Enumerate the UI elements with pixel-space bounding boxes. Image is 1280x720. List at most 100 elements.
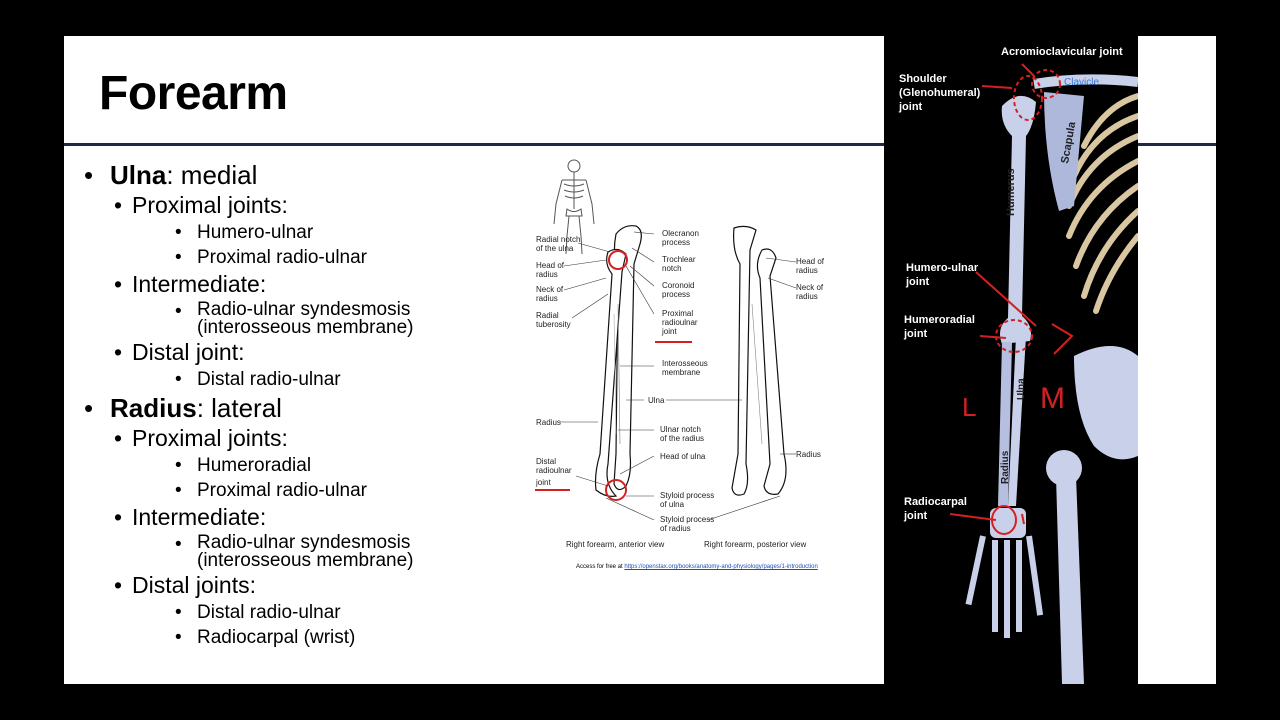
label-shoulder-1: Shoulder <box>899 73 947 85</box>
radius-intermediate-line2: (interosseous membrane) <box>197 550 414 571</box>
label-interosseous-2: membrane <box>662 368 701 377</box>
humerus-bone <box>1000 95 1036 344</box>
label-radial-notch: Radial notch <box>536 235 580 244</box>
anterior-forearm-bones <box>594 225 642 497</box>
label-post-radius: Radius <box>796 450 821 459</box>
slide-title: Forearm <box>99 67 288 120</box>
ulna-proximal-item: Humero-ulnar <box>84 222 544 244</box>
label-radiocarpal-2: joint <box>904 510 928 522</box>
label-neck-radius-2: radius <box>536 294 558 303</box>
skeleton-image: L M Humerus Scapula Ulna Radius Clavicle… <box>884 36 1138 684</box>
label-humeroulnar-2: joint <box>906 276 930 288</box>
bullet-radius: •Radius: lateral <box>84 393 282 423</box>
ulna-position: : medial <box>166 160 258 190</box>
label-post-head-radius-2: radius <box>796 266 818 275</box>
radius-name: Radius <box>110 393 197 423</box>
forearm-figure: Radial notch of the ulna Head of radius … <box>534 154 834 574</box>
caption-posterior: Right forearm, posterior view <box>704 540 806 549</box>
label-styloid-ulna-2: of ulna <box>660 500 685 509</box>
ulna-intermediate-line1: Radio-ulnar syndesmosis <box>197 299 411 320</box>
proximal-joint-circle <box>608 250 628 270</box>
pelvis-bone <box>1074 346 1138 460</box>
radius-intermediate-line1: Radio-ulnar syndesmosis <box>197 532 411 553</box>
label-olecranon-2: process <box>662 238 690 247</box>
radius-distal-heading: Distal joints: <box>84 572 544 599</box>
bullet-ulna: •Ulna: medial <box>84 160 258 190</box>
scapula-bone <box>1044 92 1084 211</box>
femur-bone <box>1056 476 1084 684</box>
distal-joint-circle <box>605 479 627 501</box>
label-interosseous: Interosseous <box>662 359 708 368</box>
ulna-bone <box>1008 336 1026 506</box>
ulna-name: Ulna <box>110 160 167 190</box>
label-ulna: Ulna <box>1016 378 1027 400</box>
credit-link[interactable]: https://openstax.org/books/anatomy-and-p… <box>624 564 818 570</box>
bullet-list: •Ulna: medial Proximal joints: Humero-ul… <box>84 158 544 649</box>
right-slide-strip <box>1138 36 1216 684</box>
radius-intermediate-item: Radio-ulnar syndesmosis(interosseous mem… <box>84 532 544 571</box>
label-humerus: Humerus <box>1005 168 1017 216</box>
radius-distal-item: Radiocarpal (wrist) <box>84 627 544 649</box>
annotation-m: M <box>1040 382 1065 415</box>
ulna-distal-item: Distal radio-ulnar <box>84 369 544 391</box>
ulna-proximal-item: Proximal radio-ulnar <box>84 247 544 269</box>
hand-bones <box>965 508 1044 638</box>
ulna-intermediate-heading: Intermediate: <box>84 271 544 298</box>
figure-credit: Access for free at https://openstax.org/… <box>576 564 818 570</box>
label-head-radius: Head of <box>536 261 565 270</box>
radius-proximal-item: Proximal radio-ulnar <box>84 480 544 502</box>
radius-proximal-heading: Proximal joints: <box>84 425 544 452</box>
red-annotations <box>535 250 692 501</box>
radius-distal-item: Distal radio-ulnar <box>84 602 544 624</box>
label-clavicle: Clavicle <box>1064 77 1099 88</box>
label-radial-tuberosity: Radial <box>536 311 559 320</box>
label-humeroulnar-joint: Humero-ulnar joint <box>906 261 978 289</box>
forearm-diagram: Radial notch of the ulna Head of radius … <box>535 159 825 549</box>
label-styloid-ulna: Styloid process <box>660 491 714 500</box>
label-acromioclavicular: Acromioclavicular joint <box>1001 46 1123 58</box>
label-radiocarpal-1: Radiocarpal <box>904 496 967 508</box>
label-distal-ru-2: radioulnar <box>536 466 572 475</box>
ulna-proximal-heading: Proximal joints: <box>84 192 544 219</box>
right-divider <box>1138 143 1216 146</box>
radius-position: : lateral <box>196 393 282 423</box>
label-post-neck-radius-2: radius <box>796 292 818 301</box>
skeleton-annotations <box>949 63 1074 535</box>
ribcage <box>1066 93 1138 314</box>
title-divider <box>64 143 884 146</box>
label-radius: Radius <box>536 418 561 427</box>
mini-skeleton-icon <box>553 159 595 255</box>
label-neck-radius: Neck of <box>536 285 564 294</box>
radius-proximal-item: Humeroradial <box>84 455 544 477</box>
label-head-ulna: Head of ulna <box>660 452 706 461</box>
label-coronoid: Coronoid <box>662 281 694 290</box>
radius-intermediate-heading: Intermediate: <box>84 504 544 531</box>
label-shoulder-joint: Shoulder (Glenohumeral) joint <box>899 72 980 114</box>
label-radiocarpal-joint: Radiocarpal joint <box>904 495 967 523</box>
label-distal-ru-3: joint <box>535 478 551 487</box>
label-post-head-radius: Head of <box>796 257 825 266</box>
credit-prefix: Access for free at <box>576 564 625 570</box>
leader-lines <box>560 231 797 521</box>
label-humeroradial-1: Humeroradial <box>904 314 975 326</box>
label-humeroulnar-1: Humero-ulnar <box>906 262 979 274</box>
label-proximal-ru: Proximal <box>662 309 693 318</box>
arm-skeleton-illustration: L M Humerus Scapula Ulna Radius Clavicle <box>949 63 1138 684</box>
label-ulna: Ulna <box>648 396 665 405</box>
label-coronoid-2: process <box>662 290 690 299</box>
label-proximal-ru-3: joint <box>661 327 677 336</box>
label-radial-tuberosity-2: tuberosity <box>536 320 571 329</box>
ulna-distal-heading: Distal joint: <box>84 339 544 366</box>
label-radial-notch-2: of the ulna <box>536 244 574 253</box>
label-styloid-radius: Styloid process <box>660 515 714 524</box>
label-humeroradial-joint: Humeroradial joint <box>904 313 975 341</box>
clavicle-bone <box>1033 74 1138 89</box>
label-trochlear-2: notch <box>662 264 682 273</box>
slide: Forearm •Ulna: medial Proximal joints: H… <box>64 36 884 684</box>
caption-anterior: Right forearm, anterior view <box>566 540 664 549</box>
label-head-radius-2: radius <box>536 270 558 279</box>
ulna-intermediate-item: Radio-ulnar syndesmosis(interosseous mem… <box>84 299 544 338</box>
ulna-intermediate-line2: (interosseous membrane) <box>197 317 414 338</box>
label-styloid-radius-2: of radius <box>660 524 691 533</box>
label-radius: Radius <box>1000 450 1011 484</box>
